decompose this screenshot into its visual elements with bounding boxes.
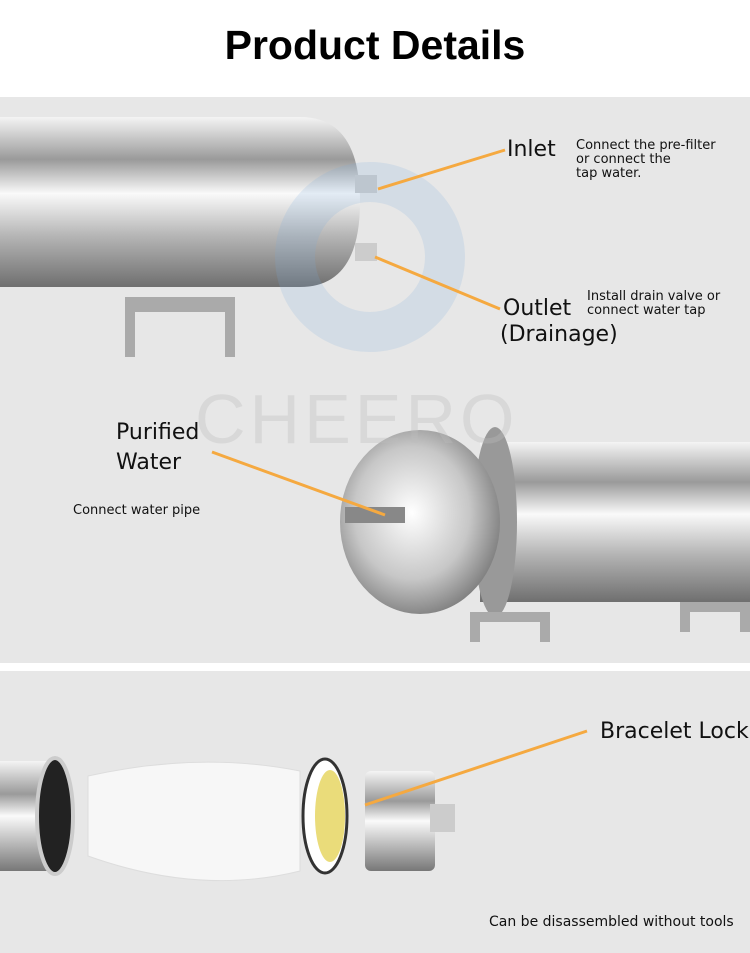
housing-panel: CHEERO Inlet Connect the pre-filter or c…: [0, 97, 750, 663]
outlet-desc: connect water tap: [587, 303, 706, 318]
purified-label: Water: [116, 450, 182, 475]
bracelet-lock-label: Bracelet Lock: [600, 719, 749, 744]
main-housing: [480, 442, 750, 602]
disassembly-illustration: [0, 729, 588, 882]
inlet-port: [355, 175, 377, 193]
membrane-fibers: [87, 761, 301, 882]
brand-watermark: CHEERO: [195, 380, 519, 458]
top-housing: [0, 117, 360, 287]
inlet-desc: tap water.: [576, 166, 642, 181]
lock-leader: [364, 729, 588, 807]
end-cap: [340, 430, 500, 614]
water-fitting: [345, 507, 405, 523]
inlet-desc: Connect the pre-filter: [576, 138, 716, 153]
end-cap: [365, 771, 435, 871]
inlet-desc: or connect the: [576, 152, 671, 167]
purified-desc: Connect water pipe: [73, 503, 201, 518]
inlet-leader: [377, 148, 506, 191]
outlet-sublabel: (Drainage): [500, 322, 618, 347]
inlet-label: Inlet: [507, 137, 556, 162]
disassembly-note: Can be disassembled without tools: [489, 914, 734, 930]
filter-housing-illustration: [0, 117, 750, 642]
disassembly-panel: Bracelet Lock Can be disassembled withou…: [0, 671, 750, 953]
outlet-label: Outlet: [503, 296, 572, 321]
purified-label: Purified: [116, 420, 200, 445]
mount-bracket: [125, 297, 235, 357]
page-title: Product Details: [224, 22, 526, 68]
purified-leader: [211, 450, 386, 517]
outlet-leader: [374, 255, 501, 311]
outlet-port: [355, 243, 377, 261]
outlet-desc: Install drain valve or: [587, 289, 721, 304]
logo-watermark: [275, 162, 465, 352]
